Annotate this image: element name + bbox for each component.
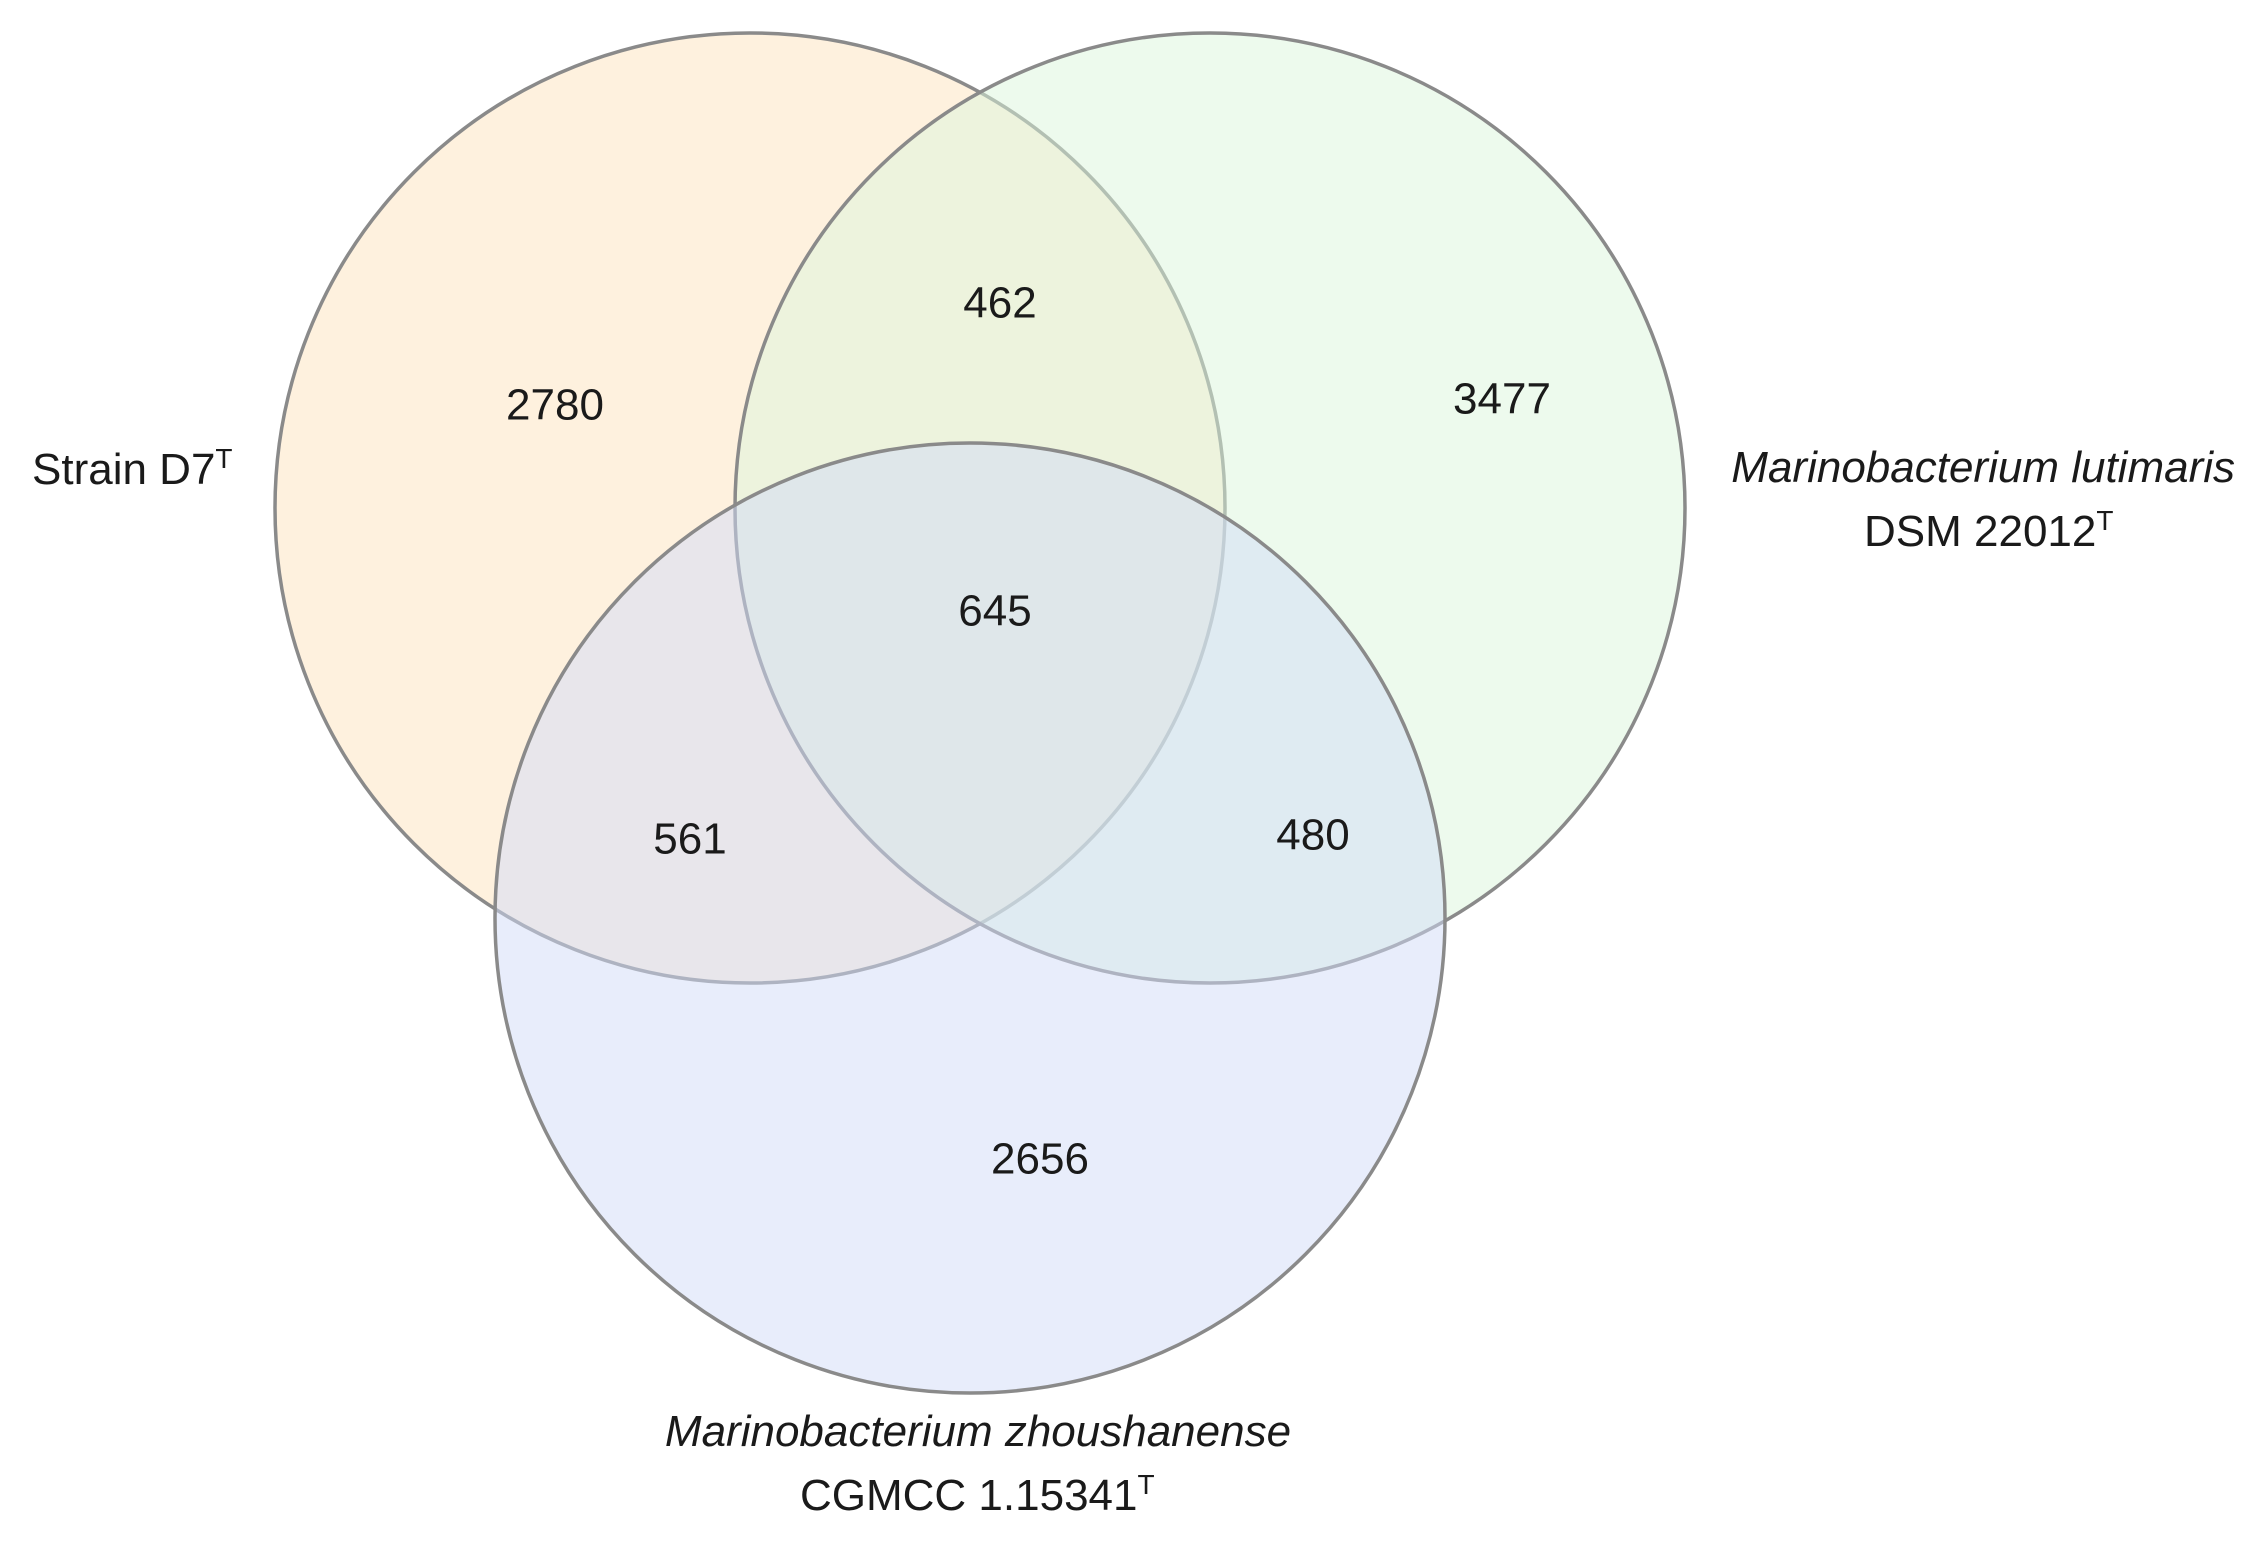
label-zhoushanense-species: Marinobacterium zhoushanense bbox=[665, 1407, 1291, 1456]
count-lutimaris-only: 3477 bbox=[1453, 375, 1551, 424]
count-zhoushanense-only: 2656 bbox=[991, 1135, 1089, 1184]
count-d7-only: 2780 bbox=[506, 381, 604, 430]
label-strain-d7-name: Strain D7 bbox=[32, 445, 215, 494]
label-strain-d7-sup: T bbox=[215, 443, 232, 474]
count-d7-lutimaris: 462 bbox=[963, 279, 1036, 328]
label-lutimaris-strain-name: DSM 22012 bbox=[1864, 507, 2096, 556]
label-lutimaris-strain: DSM 22012T bbox=[1864, 505, 2113, 556]
label-zhoushanense-strain: CGMCC 1.15341T bbox=[800, 1469, 1155, 1520]
label-strain-d7: Strain D7T bbox=[32, 443, 233, 494]
count-lutimaris-zhoushanense: 480 bbox=[1276, 811, 1349, 860]
label-lutimaris-species: Marinobacterium lutimaris bbox=[1731, 443, 2235, 492]
set-circle-zhoushanense bbox=[493, 441, 1447, 1395]
label-zhoushanense-strain-name: CGMCC 1.15341 bbox=[800, 1471, 1137, 1520]
count-all-three: 645 bbox=[958, 587, 1031, 636]
label-lutimaris-strain-sup: T bbox=[2096, 505, 2113, 536]
count-d7-zhoushanense: 561 bbox=[653, 815, 726, 864]
label-zhoushanense-strain-sup: T bbox=[1137, 1469, 1154, 1500]
